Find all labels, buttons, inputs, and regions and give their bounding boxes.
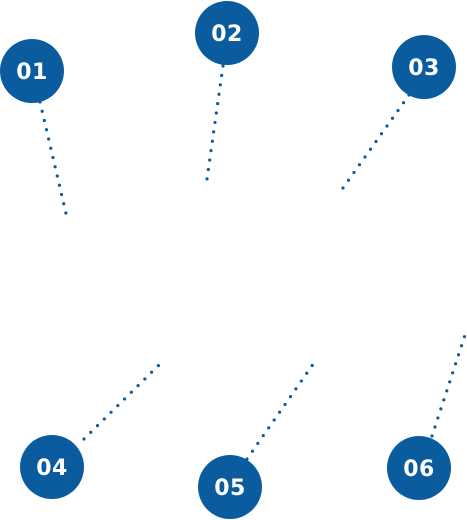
- callout-01: 01: [0, 39, 70, 224]
- callout-05-badge: [198, 455, 262, 519]
- callout-03-label: 03: [408, 56, 440, 81]
- callout-02-leader: [204, 64, 225, 188]
- callout-06-label: 06: [403, 457, 435, 482]
- callout-01-label: 01: [16, 60, 48, 85]
- callout-02: 02: [195, 1, 259, 188]
- callout-03: 03: [336, 35, 456, 197]
- callout-01-leader: [38, 100, 70, 224]
- callout-04-leader: [82, 361, 163, 441]
- callout-06-badge: [387, 436, 451, 500]
- callout-06: 06: [387, 333, 467, 500]
- callout-04-label: 04: [36, 456, 68, 481]
- callout-03-badge: [392, 35, 456, 99]
- callout-02-label: 02: [211, 22, 243, 47]
- callout-05: 05: [198, 358, 318, 519]
- callout-03-leader: [336, 93, 411, 197]
- callout-04-badge: [20, 435, 84, 499]
- callout-01-badge: [0, 39, 64, 103]
- callout-05-label: 05: [214, 476, 246, 501]
- callout-02-badge: [195, 1, 259, 65]
- callout-04: 04: [20, 361, 163, 499]
- callout-06-leader: [430, 333, 467, 438]
- callout-05-leader: [245, 358, 318, 461]
